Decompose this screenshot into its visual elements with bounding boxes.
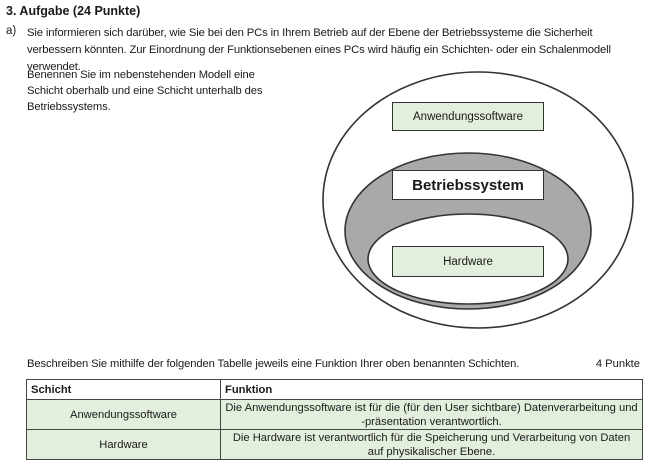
column-header-function: Funktion [220, 379, 643, 400]
task-intro-text: Sie informieren sich darüber, wie Sie be… [27, 27, 611, 73]
points-label: 4 Punkte [595, 358, 640, 370]
layer-label-hardware: Hardware [392, 246, 544, 277]
table-row: Anwendungssoftware Die Anwendungssoftwar… [26, 399, 643, 430]
layer-label-operating-system: Betriebssystem [392, 170, 544, 200]
task-title: 3. Aufgabe (24 Punkte) [6, 4, 141, 18]
table-cell-layer[interactable]: Hardware [26, 429, 221, 460]
column-header-layer: Schicht [26, 379, 221, 400]
answer-table: Schicht Funktion Anwendungssoftware Die … [26, 379, 643, 460]
shell-model-diagram: Anwendungssoftware Betriebssystem Hardwa… [318, 65, 648, 335]
table-row: Hardware Die Hardware ist verantwortlich… [26, 429, 643, 460]
layer-label-application: Anwendungssoftware [392, 102, 544, 131]
table-cell-layer[interactable]: Anwendungssoftware [26, 399, 221, 430]
table-header-row: Schicht Funktion [26, 379, 643, 400]
model-instruction-text: Benennen Sie im nebenstehenden Modell ei… [27, 69, 263, 113]
table-cell-function[interactable]: Die Hardware ist verantwortlich für die … [220, 429, 643, 460]
part-label: a) [6, 25, 17, 37]
subtask-text: Beschreiben Sie mithilfe der folgenden T… [27, 358, 520, 370]
table-cell-function[interactable]: Die Anwendungssoftware ist für die (für … [220, 399, 643, 430]
